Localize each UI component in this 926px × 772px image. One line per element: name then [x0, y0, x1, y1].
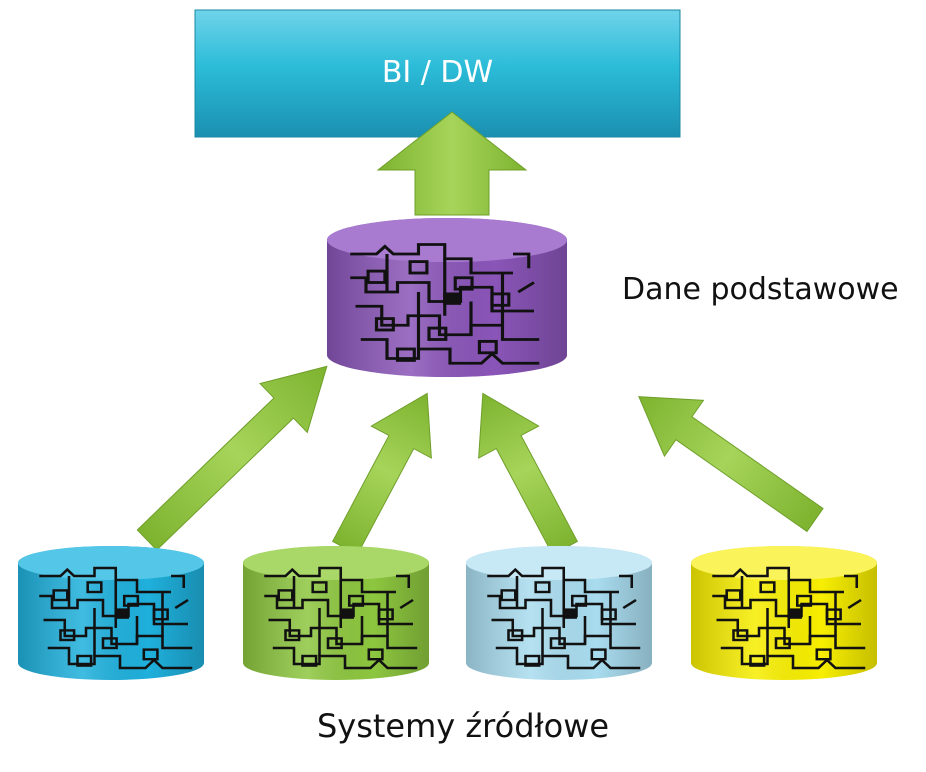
bi-dw-box: [194, 9, 681, 138]
arrow-up-icon: [376, 111, 528, 216]
master-data-label: Dane podstawowe: [622, 272, 899, 307]
arrow-source-4-icon: [638, 396, 824, 533]
source-system-2-cylinder: [243, 546, 429, 680]
arrow-source-2-icon: [331, 392, 432, 556]
source-systems-label: Systemy źródłowe: [316, 707, 610, 745]
arrow-source-1-icon: [136, 365, 328, 551]
source-system-3-cylinder: [466, 546, 652, 680]
arrow-source-3-icon: [478, 392, 579, 556]
source-system-1-cylinder: [18, 546, 204, 680]
master-data-cylinder: [327, 218, 567, 377]
bi-dw-label: BI / DW: [381, 55, 494, 90]
source-system-4-cylinder: [691, 546, 877, 680]
